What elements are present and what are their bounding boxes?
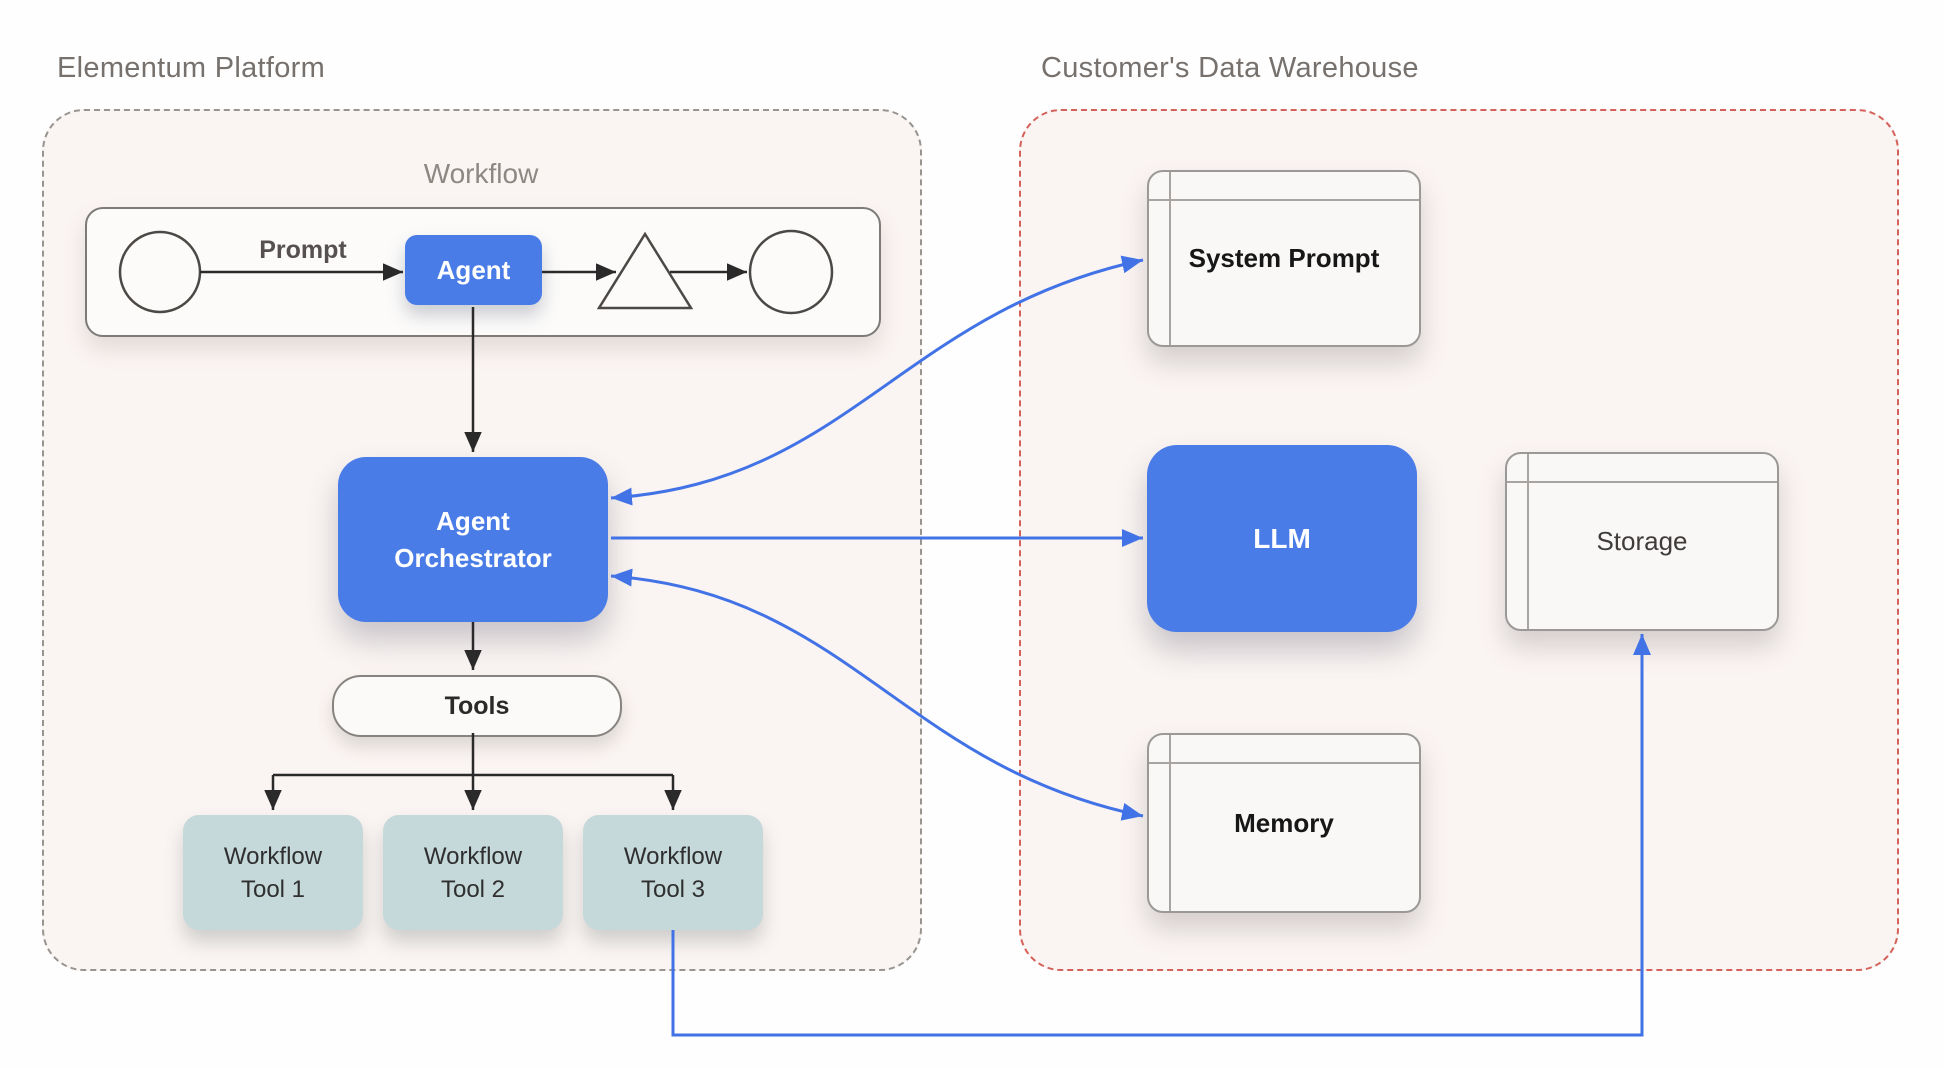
storage-label: Storage [1596,526,1688,556]
warehouse-region-title: Customer's Data Warehouse [1041,52,1419,84]
platform-region-title: Elementum Platform [57,52,326,84]
storage-card: Storage [1505,452,1779,631]
workflow-tool-3-node: Workflow Tool 3 [583,815,763,930]
agent-orchestrator-node: Agent Orchestrator [338,457,608,622]
memory-label: Memory [1234,807,1334,838]
memory-card: Memory [1147,733,1421,913]
system-prompt-card: System Prompt [1147,170,1421,347]
workflow-tool-3-label: Workflow Tool 3 [623,842,723,903]
system-prompt-label: System Prompt [1188,243,1380,273]
tools-node: Tools [332,675,622,737]
workflow-tool-1-node: Workflow Tool 1 [183,815,363,930]
workflow-tool-2-label: Workflow Tool 2 [423,842,523,903]
agent-node: Agent [405,235,542,305]
workflow-tool-1-label: Workflow Tool 1 [223,842,323,903]
workflow-tool-2-node: Workflow Tool 2 [383,815,563,930]
llm-node: LLM [1147,445,1417,632]
workflow-title: Workflow [423,158,539,189]
prompt-arrow-label: Prompt [259,236,347,264]
